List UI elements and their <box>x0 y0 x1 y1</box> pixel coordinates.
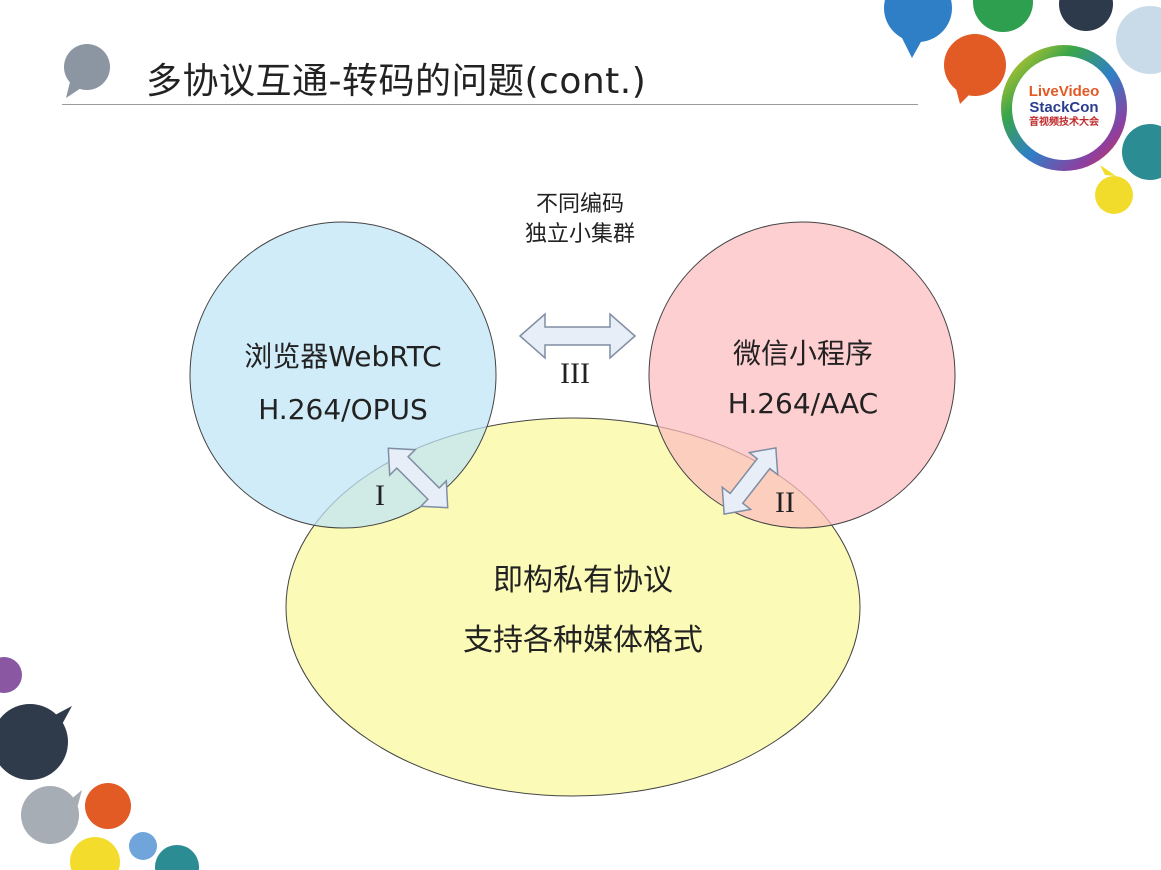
logo-line2: StackCon <box>1029 99 1099 116</box>
logo-line3: 音视频技术大会 <box>1029 117 1099 128</box>
title-bullet-icon <box>64 44 110 98</box>
top-note-line2: 独立小集群 <box>524 222 635 247</box>
logo-line1: LiveVideo <box>1028 83 1100 100</box>
arrow-III-icon <box>518 312 637 360</box>
title-divider <box>62 104 918 105</box>
top-note-line1: 不同编码 <box>535 192 624 217</box>
wechat-codec: H.264/AAC <box>727 387 879 420</box>
private-protocol-ellipse <box>285 417 861 797</box>
arrow-I-label: I <box>375 479 385 512</box>
arrow-II-icon <box>721 447 779 515</box>
browser-label: 浏览器WebRTC <box>244 340 442 373</box>
arrow-III-label: III <box>560 357 590 390</box>
wechat-circle <box>648 221 956 529</box>
arrow-II-label: II <box>775 486 795 519</box>
browser-circle <box>189 221 497 529</box>
private-protocol-label: 即构私有协议 <box>493 563 673 598</box>
arrow-I-icon <box>387 447 449 509</box>
slide-title: 多协议互通-转码的问题(cont.) <box>146 61 647 102</box>
browser-codec: H.264/OPUS <box>258 393 428 426</box>
private-protocol-desc: 支持各种媒体格式 <box>463 623 703 658</box>
wechat-label: 微信小程序 <box>732 337 873 370</box>
